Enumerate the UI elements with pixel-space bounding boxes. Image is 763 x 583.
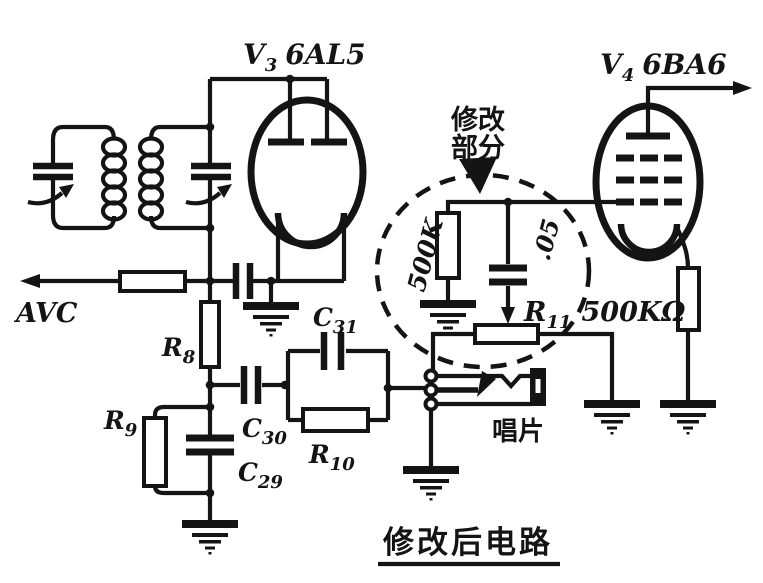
modification-pointer-arrow xyxy=(459,157,497,194)
label-c30: C30 xyxy=(242,414,287,449)
secondary-tuning-capacitor xyxy=(185,162,232,206)
label-avc: AVC xyxy=(13,298,78,329)
label-phono: 唱片 xyxy=(492,417,544,447)
volume-pot-r11 xyxy=(430,323,615,400)
resistor-r9 xyxy=(142,416,168,488)
resistor-r10 xyxy=(301,407,370,433)
capacitor-c31 xyxy=(320,332,345,370)
wiper-arrow xyxy=(501,307,515,324)
ground-symbol xyxy=(243,302,299,337)
ground-symbol xyxy=(182,520,238,555)
v3-envelope xyxy=(247,96,367,248)
label-05: .05 xyxy=(527,216,566,264)
primary-coil xyxy=(100,136,128,222)
v4-grids xyxy=(616,154,682,206)
annotation-line2: 部分 xyxy=(451,132,505,164)
label-r9: R9 xyxy=(103,406,138,441)
label-c31: C31 xyxy=(313,303,358,338)
tube-v3 xyxy=(210,76,367,302)
label-r10: R10 xyxy=(308,440,355,475)
avc-branch xyxy=(20,270,187,293)
primary-tuning-capacitor xyxy=(27,162,74,206)
coupling-cap-05 xyxy=(489,202,527,324)
modification-dashed-circle xyxy=(374,172,592,370)
v3-cathode xyxy=(274,212,348,250)
ground-symbol xyxy=(584,400,640,435)
switch-contact-top xyxy=(423,368,439,384)
detector-load xyxy=(142,281,234,520)
v4-output-arrow xyxy=(733,81,752,95)
capacitor-c30 xyxy=(240,366,262,404)
modification-area xyxy=(435,199,616,324)
phono-pickup-slot xyxy=(535,379,541,393)
caption-text: 修改后电路 xyxy=(382,525,553,561)
coupling-network xyxy=(210,332,425,433)
resistor-r8 xyxy=(199,300,221,369)
if-bypass-capacitor xyxy=(185,263,271,299)
switch-contact-bottom xyxy=(423,396,439,412)
pickup-top-wire xyxy=(436,373,531,390)
tube-v4 xyxy=(592,81,752,400)
avc-filter-resistor xyxy=(118,270,187,293)
v4-cathode xyxy=(617,223,681,256)
avc-arrow xyxy=(20,274,40,288)
junction-dots xyxy=(205,74,513,498)
label-c29: C29 xyxy=(238,458,283,493)
annotation-line1: 修改 xyxy=(450,105,505,136)
secondary-coil xyxy=(137,136,165,222)
capacitor-c29 xyxy=(186,434,234,456)
phono-switch xyxy=(423,368,546,466)
ground-symbol xyxy=(660,400,716,435)
if-transformer xyxy=(27,79,232,281)
ground-symbol xyxy=(420,300,476,335)
ground-symbol xyxy=(403,466,459,501)
label-r8: R8 xyxy=(161,333,196,368)
blade-arrow xyxy=(477,371,496,397)
switch-contact-middle xyxy=(423,382,439,398)
